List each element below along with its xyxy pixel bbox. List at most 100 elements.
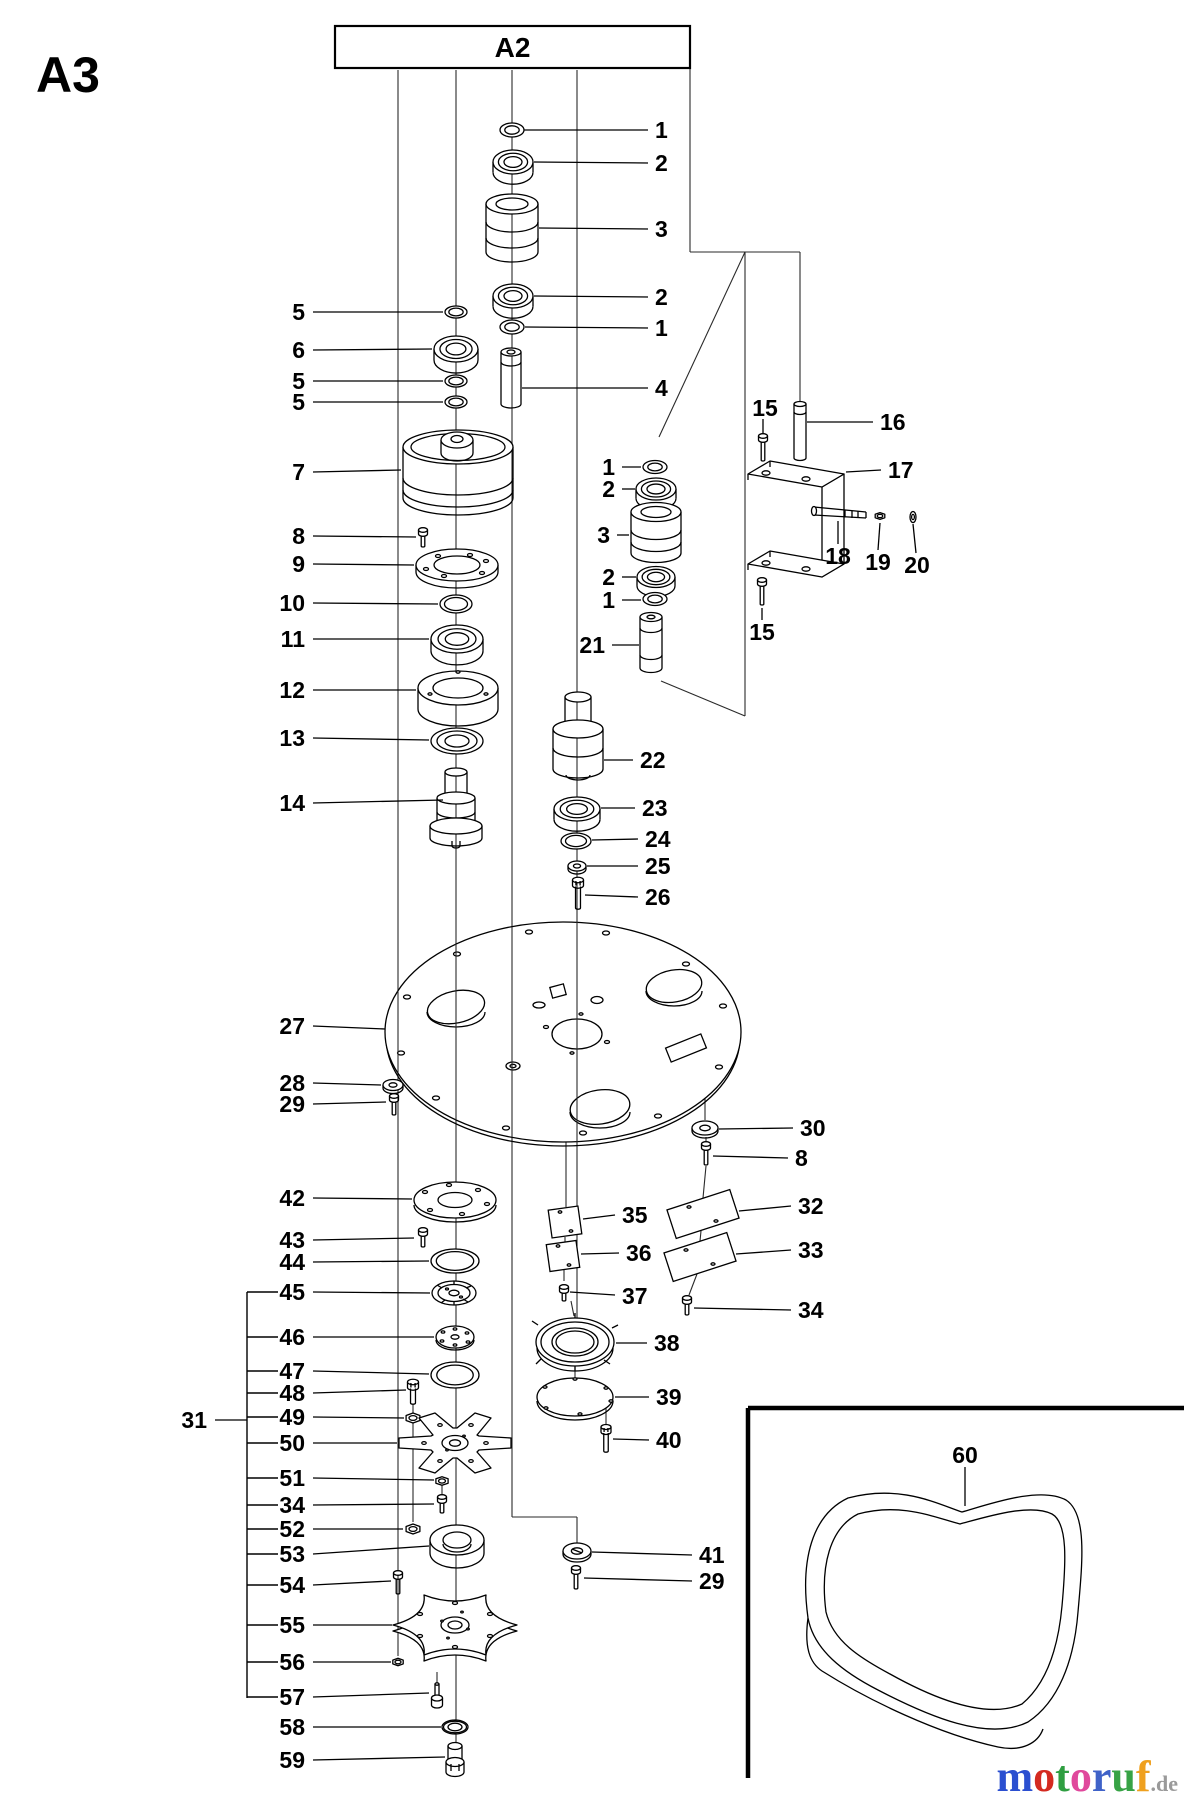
leader-line	[912, 523, 917, 554]
part-retaining-ring-1a	[499, 122, 525, 138]
part-washer-25	[567, 860, 587, 875]
leader-line	[738, 1205, 792, 1212]
callout-36: 36	[626, 1240, 652, 1266]
callout-35: 35	[622, 1202, 648, 1228]
leader-line	[718, 1127, 794, 1130]
part-flange-9	[415, 548, 499, 589]
part-screw-34l	[436, 1494, 448, 1514]
construction-line	[658, 251, 746, 438]
part-nut-52	[405, 1523, 421, 1535]
part-bearing-2c	[635, 477, 677, 510]
leader-line	[524, 326, 649, 329]
part-screw-43	[417, 1227, 429, 1248]
part-screw-8a	[417, 527, 429, 548]
logo-letter: r	[1092, 1752, 1112, 1800]
leader-line	[312, 1260, 430, 1263]
part-shaft-14	[429, 767, 483, 849]
part-housing-12	[417, 670, 499, 727]
part-rod-16	[793, 400, 807, 462]
leader-line	[693, 1307, 792, 1311]
logo-letter: o	[1033, 1752, 1055, 1800]
part-screw-29a	[388, 1093, 400, 1116]
part-retaining-ring-1b	[499, 319, 525, 335]
callout-2: 2	[602, 476, 615, 502]
callout-2: 2	[655, 150, 668, 176]
callout-29: 29	[279, 1091, 305, 1117]
callout-17: 17	[888, 457, 914, 483]
leader-line	[584, 894, 639, 898]
callout-30: 30	[800, 1115, 826, 1141]
part-screw-15-top	[757, 433, 769, 462]
callout-1: 1	[602, 587, 615, 613]
callout-20: 20	[904, 552, 930, 578]
part-flange-42	[413, 1181, 497, 1223]
callout-41: 41	[699, 1542, 725, 1568]
callout-48: 48	[279, 1380, 305, 1406]
leader-line	[312, 1082, 382, 1086]
callout-39: 39	[656, 1384, 682, 1410]
part-screw-34r	[681, 1295, 693, 1316]
part-bearing-2b	[492, 283, 534, 319]
part-lock-ring-58	[441, 1719, 469, 1735]
part-lockring-38	[531, 1313, 619, 1372]
callout-47: 47	[279, 1358, 305, 1384]
leader-line	[312, 1416, 405, 1419]
part-bolt-26	[571, 876, 585, 910]
center-lines-over-disc	[397, 922, 578, 1142]
callout-3: 3	[655, 216, 668, 242]
construction-line	[660, 680, 746, 717]
part-bolt-59	[445, 1741, 465, 1778]
part-plate-36	[545, 1239, 581, 1273]
callout-37: 37	[622, 1283, 648, 1309]
part-bearing-2d	[636, 565, 676, 598]
part-cover-39	[536, 1377, 614, 1421]
part-disc-46	[435, 1325, 475, 1351]
part-bearing-11	[430, 624, 484, 666]
part-pin-4	[500, 347, 522, 409]
part-bolt-48	[406, 1378, 420, 1405]
part-retaining-ring-1d	[642, 591, 668, 607]
callout-11: 11	[281, 626, 306, 652]
part-bearing-2a	[492, 149, 534, 185]
callout-1: 1	[602, 454, 615, 480]
callout-1: 1	[655, 117, 668, 143]
part-ring-5b	[444, 374, 468, 388]
callout-8: 8	[795, 1145, 808, 1171]
callout-10: 10	[279, 590, 305, 616]
callout-14: 14	[279, 790, 305, 816]
callout-55: 55	[279, 1612, 305, 1638]
callout-24: 24	[645, 826, 671, 852]
callout-52: 52	[279, 1516, 305, 1542]
leader-line	[312, 1291, 431, 1294]
callout-5: 5	[292, 299, 305, 325]
part-plate-33	[663, 1231, 737, 1283]
leader-line	[312, 1101, 387, 1105]
leader-line	[583, 1577, 693, 1582]
callout-22: 22	[640, 747, 666, 773]
callout-15: 15	[749, 619, 775, 645]
part-pulley-7	[402, 429, 514, 516]
leader-line	[312, 469, 402, 473]
callout-51: 51	[279, 1465, 305, 1491]
part-bracket-17	[747, 460, 845, 578]
part-nut-49	[405, 1412, 421, 1424]
callout-42: 42	[279, 1185, 305, 1211]
callout-29: 29	[699, 1568, 725, 1594]
part-bushing-3b	[630, 501, 682, 564]
part-bearing-23	[553, 796, 601, 832]
part-bolt-57	[430, 1682, 444, 1709]
callout-9: 9	[292, 551, 305, 577]
callout-21: 21	[579, 632, 605, 658]
part-washer-30	[691, 1120, 719, 1139]
part-retaining-ring-1c	[642, 459, 668, 475]
part-screw-54	[392, 1570, 404, 1595]
callout-58: 58	[279, 1714, 305, 1740]
part-screw-37	[558, 1284, 570, 1302]
reference-box-a2: A2	[333, 24, 692, 70]
leader-line	[312, 1025, 386, 1030]
leader-line	[582, 1214, 616, 1220]
callout-12: 12	[279, 677, 305, 703]
